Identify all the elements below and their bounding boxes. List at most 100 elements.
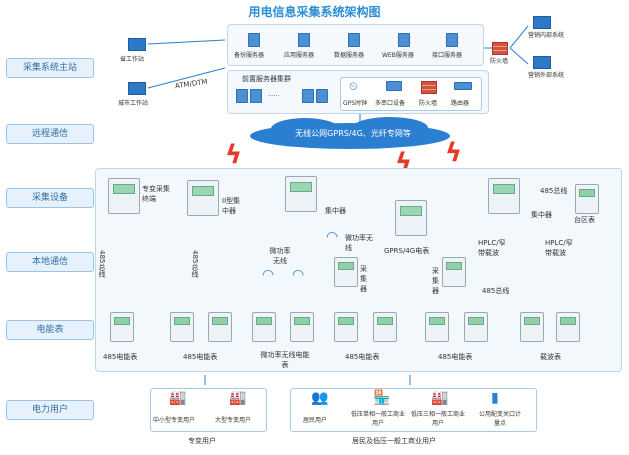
- meter-carrier-label: 载波表: [540, 353, 561, 361]
- city-workstation-label: 城市工作站: [118, 100, 149, 107]
- large-special-user-label: 大型专变用户: [215, 417, 252, 424]
- resident-users-box: 👥 居民用户 🏪 低压单相一般工商业用户 🏭 低压三相一般工商业用户 ▮ 公用配…: [290, 388, 537, 432]
- lightning-bolt-left-icon: ϟ: [225, 140, 243, 170]
- hplc-label-2: HPLC/窄带载波: [545, 239, 573, 257]
- backup-server-label: 备份服务器: [234, 52, 265, 59]
- special-users-title: 专变用户: [188, 437, 216, 445]
- row-label-remote-comm: 远程通信: [6, 124, 94, 144]
- meter-485-4-label: 485电能表: [438, 353, 473, 361]
- interface-server-icon: [446, 33, 458, 47]
- single-phase-user-icon: 🏪: [373, 390, 391, 406]
- internal-system-label: 营销内部系统: [528, 32, 565, 39]
- firewall2-icon: [421, 81, 437, 94]
- front-server-icon-3: [302, 89, 314, 103]
- small-special-user-icon: 🏭: [169, 390, 187, 406]
- special-terminal-icon: [108, 178, 140, 214]
- collector2-label: 采集器: [432, 267, 439, 295]
- meter-485-3b-icon: [373, 312, 397, 342]
- city-workstation-icon: [128, 82, 146, 95]
- district-meter-icon: [575, 184, 599, 214]
- router-icon: [454, 82, 472, 90]
- web-server-icon: [398, 33, 410, 47]
- front-server-icon-4: [316, 89, 328, 103]
- hplc-label-1: HPLC/窄带载波: [478, 239, 506, 257]
- row-label-local-comm: 本地通信: [6, 252, 94, 272]
- app-server-label: 应用服务器: [284, 52, 315, 59]
- collector2-icon: [442, 257, 466, 287]
- row-label-power-user: 电力用户: [6, 400, 94, 420]
- data-server-label: 数据服务器: [334, 52, 365, 59]
- special-users-box: 🏭 中小型专变用户 🏭 大型专变用户: [150, 388, 267, 432]
- external-system-icon: [533, 56, 551, 69]
- three-phase-user-icon: 🏭: [431, 390, 449, 406]
- cluster-ellipsis: ······: [268, 93, 280, 100]
- concentrator-label: 集中器: [325, 207, 346, 215]
- meter-485-3-label: 485电能表: [345, 353, 380, 361]
- server-panel: 备份服务器 应用服务器 数据服务器 WEB服务器 接口服务器: [227, 24, 484, 66]
- collector-icon: [334, 257, 358, 287]
- type2-concentrator-label: II型集中器: [222, 197, 241, 215]
- multi-serial-icon: [386, 81, 402, 91]
- meter-485-3a-icon: [334, 312, 358, 342]
- wireless-signal-icon-3: ◠: [326, 229, 339, 245]
- wireless-signal-icon-1: ◠: [262, 267, 275, 283]
- front-cluster-panel: 前置服务器集群 ······ ⏲ GPS时钟 多串口设备 防火墙 路由器: [227, 70, 489, 114]
- meter-carrier-a-icon: [520, 312, 544, 342]
- front-server-icon-1: [236, 89, 248, 103]
- app-server-icon: [298, 33, 310, 47]
- district-meter-label: 台区表: [574, 216, 595, 224]
- large-special-user-icon: 🏭: [229, 390, 247, 406]
- firewall2-label: 防火墙: [419, 100, 438, 107]
- web-server-label: WEB服务器: [382, 52, 414, 59]
- meter-485-1-icon: [110, 312, 134, 342]
- network-cloud-icon: [250, 117, 450, 149]
- small-special-user-label: 中小型专变用户: [153, 417, 196, 424]
- rs485-label-right: 485总线: [540, 187, 568, 195]
- resident-users-title: 居民及低压一般工商业用户: [352, 437, 436, 445]
- concentrator-right-icon: [488, 178, 520, 214]
- front-server-icon-2: [250, 89, 262, 103]
- special-terminal-label: 专变采集终端: [142, 185, 170, 203]
- concentrator-icon: [285, 176, 317, 212]
- meter-wireless-a-icon: [252, 312, 276, 342]
- gprs-meter-label: GPRS/4G电表: [384, 247, 430, 255]
- interface-server-label: 接口服务器: [432, 52, 463, 59]
- meter-485-2-label: 485电能表: [183, 353, 218, 361]
- row-label-meter: 电能表: [6, 320, 94, 340]
- gprs-meter-icon: [395, 200, 427, 236]
- resident-user-icon: 👥: [311, 390, 329, 406]
- network-label: 无线公网GPRS/4G、光纤专网等: [295, 129, 411, 138]
- province-workstation-label: 省工作站: [120, 56, 145, 63]
- row-label-collection-device: 采集设备: [6, 188, 94, 208]
- public-transformer-label: 公用配变关口计量点: [478, 411, 521, 427]
- firewall-icon: [492, 42, 508, 55]
- meter-485-2b-icon: [208, 312, 232, 342]
- meter-485-4a-icon: [425, 312, 449, 342]
- backup-server-icon: [248, 33, 260, 47]
- external-system-label: 营销外部系统: [528, 72, 565, 79]
- gps-clock-label: GPS时钟: [343, 100, 368, 107]
- meter-wireless-label: 微功率无线电能表: [260, 351, 310, 369]
- lightning-bolt-right-icon: ϟ: [445, 138, 463, 168]
- micro-wireless-label: 微功率无线: [269, 247, 291, 265]
- meter-485-4b-icon: [464, 312, 488, 342]
- multi-serial-label: 多串口设备: [375, 100, 406, 107]
- wireless-signal-icon-2: ◠: [292, 267, 305, 283]
- resident-user-label: 居民用户: [303, 417, 328, 424]
- firewall-label: 防火墙: [490, 58, 509, 65]
- gps-clock-icon: ⏲: [349, 80, 358, 93]
- router-label: 路由器: [451, 100, 470, 107]
- internal-system-icon: [533, 16, 551, 29]
- rs485-label-3: 485总线: [482, 287, 510, 295]
- rs485-label-2: 485总线: [191, 250, 199, 278]
- meter-485-1-label: 485电能表: [103, 353, 138, 361]
- network-devices-box: ⏲ GPS时钟 多串口设备 防火墙 路由器: [340, 77, 482, 111]
- three-phase-user-label: 低压三相一般工商业用户: [411, 411, 466, 427]
- single-phase-user-label: 低压单相一般工商业用户: [351, 411, 406, 427]
- row-label-master-station: 采集系统主站: [6, 58, 94, 78]
- front-cluster-label: 前置服务器集群: [242, 75, 291, 83]
- rs485-label-1: 485总线: [98, 250, 106, 278]
- public-transformer-icon: ▮: [491, 390, 499, 406]
- type2-concentrator-icon: [187, 180, 219, 216]
- meter-wireless-b-icon: [290, 312, 314, 342]
